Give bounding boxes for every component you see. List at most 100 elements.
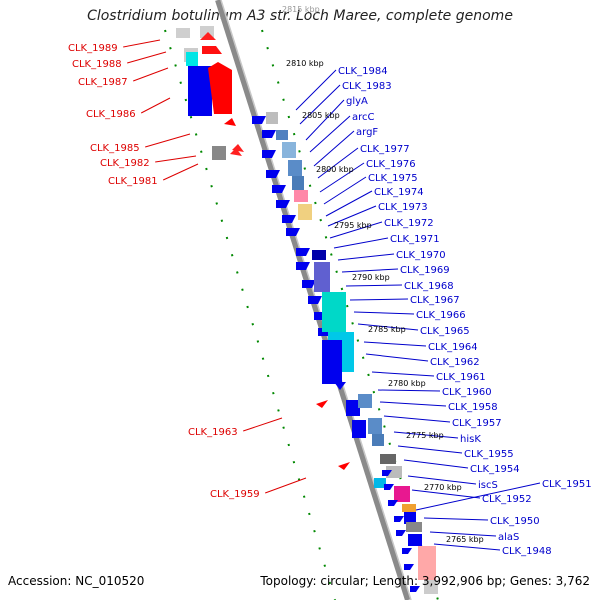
reverse-gene-label: CLK_1989 (68, 43, 118, 54)
gene-block (424, 580, 438, 594)
gene-block (406, 522, 422, 532)
forward-gene-label: CLK_1967 (410, 295, 460, 306)
reverse-gene-label: CLK_1981 (108, 176, 158, 187)
gene-block (374, 478, 386, 488)
forward-gene-label: CLK_1951 (542, 479, 592, 490)
gene-block (402, 504, 416, 512)
leader-line (333, 237, 389, 249)
forward-gene-label: CLK_1984 (338, 66, 388, 77)
leader-line (365, 353, 429, 362)
forward-gene-label: CLK_1975 (368, 173, 418, 184)
gene-arrow (252, 116, 266, 124)
forward-gene-label: CLK_1965 (420, 326, 470, 337)
forward-gene-label: CLK_1964 (428, 342, 478, 353)
leader-line (133, 67, 169, 82)
leader-line (379, 401, 447, 407)
forward-gene-label: iscS (478, 480, 498, 491)
scale-label: 2800 kbp (316, 165, 354, 174)
gene-block (408, 534, 422, 546)
gene-block (352, 420, 366, 438)
reverse-gene-label: CLK_1963 (188, 427, 238, 438)
forward-gene-label: CLK_1968 (404, 281, 454, 292)
gene-block (186, 52, 198, 66)
scale-label: 2810 kbp (286, 59, 324, 68)
forward-gene-label: CLK_1973 (378, 202, 428, 213)
leader-line (155, 155, 197, 163)
gene-block (288, 160, 302, 176)
leader-line (371, 371, 435, 377)
leader-line (337, 253, 395, 261)
gene-arrow (276, 200, 290, 208)
forward-gene-label: CLK_1957 (452, 418, 502, 429)
gene-arrow (230, 148, 242, 156)
scale-label: 2780 kbp (388, 379, 426, 388)
reverse-gene-label: CLK_1986 (86, 109, 136, 120)
forward-gene-label: alaS (498, 532, 519, 543)
forward-gene-label: CLK_1955 (464, 449, 514, 460)
gene-block (188, 66, 212, 116)
map-title: Clostridium botulinum A3 str. Loch Maree… (87, 8, 513, 24)
forward-gene-label: CLK_1962 (430, 357, 480, 368)
leader-line (393, 431, 459, 439)
gene-arrow (296, 248, 310, 256)
gene-arrow (394, 516, 404, 522)
forward-gene-label: CLK_1950 (490, 516, 540, 527)
leader-line (305, 99, 345, 141)
accession-text: Accession: NC_010520 (8, 574, 145, 588)
gene-arrow (262, 130, 276, 138)
gene-arrow (296, 262, 310, 270)
forward-gene-label: CLK_1971 (390, 234, 440, 245)
gene-features (176, 26, 438, 594)
leader-line (329, 221, 383, 239)
scale-label: 2795 kbp (334, 221, 372, 230)
label-leader-lines (123, 39, 541, 551)
gene-arrow (266, 170, 280, 178)
forward-gene-label: CLK_1976 (366, 159, 416, 170)
gene-arrow (410, 586, 420, 592)
forward-gene-label: CLK_1983 (342, 81, 392, 92)
leader-line (403, 459, 469, 469)
leader-line (429, 531, 497, 537)
leader-line (415, 482, 541, 511)
forward-gene-label: CLK_1948 (502, 546, 552, 557)
leader-line (319, 162, 365, 193)
leader-line (140, 97, 171, 114)
gene-block (346, 400, 360, 416)
gene-block (380, 454, 396, 464)
gene-arrow (384, 484, 394, 490)
leader-line (313, 130, 355, 167)
leader-line (325, 190, 373, 217)
leader-line (265, 477, 307, 494)
scale-label: 2770 kbp (424, 483, 462, 492)
scale-label: 2785 kbp (368, 325, 406, 334)
gene-arrow (200, 32, 216, 40)
gene-block (282, 142, 296, 158)
leader-line (341, 268, 399, 273)
leader-line (345, 284, 403, 287)
leader-line (363, 341, 427, 347)
leader-line (433, 543, 501, 551)
gene-arrow (308, 296, 322, 304)
forward-gene-label: hisK (460, 434, 481, 445)
forward-gene-label: CLK_1961 (436, 372, 486, 383)
scale-label: 2775 kbp (406, 431, 444, 440)
forward-gene-label: CLK_1977 (360, 144, 410, 155)
gene-arrow (272, 185, 286, 193)
forward-gene-label: CLK_1952 (482, 494, 532, 505)
gene-arrow (396, 530, 406, 536)
gene-block (386, 466, 402, 478)
leader-line (123, 39, 161, 48)
leader-line (349, 298, 409, 301)
reverse-gene-label: CLK_1959 (210, 489, 260, 500)
gene-arrow (286, 228, 300, 236)
forward-gene-label: glyA (346, 96, 368, 107)
gene-block (314, 262, 330, 292)
forward-gene-label: CLK_1954 (470, 464, 520, 475)
gene-arrow (302, 280, 316, 288)
reverse-gene-label: CLK_1987 (78, 77, 128, 88)
leader-line (145, 133, 191, 148)
leader-line (309, 115, 351, 153)
leader-line (317, 147, 359, 179)
